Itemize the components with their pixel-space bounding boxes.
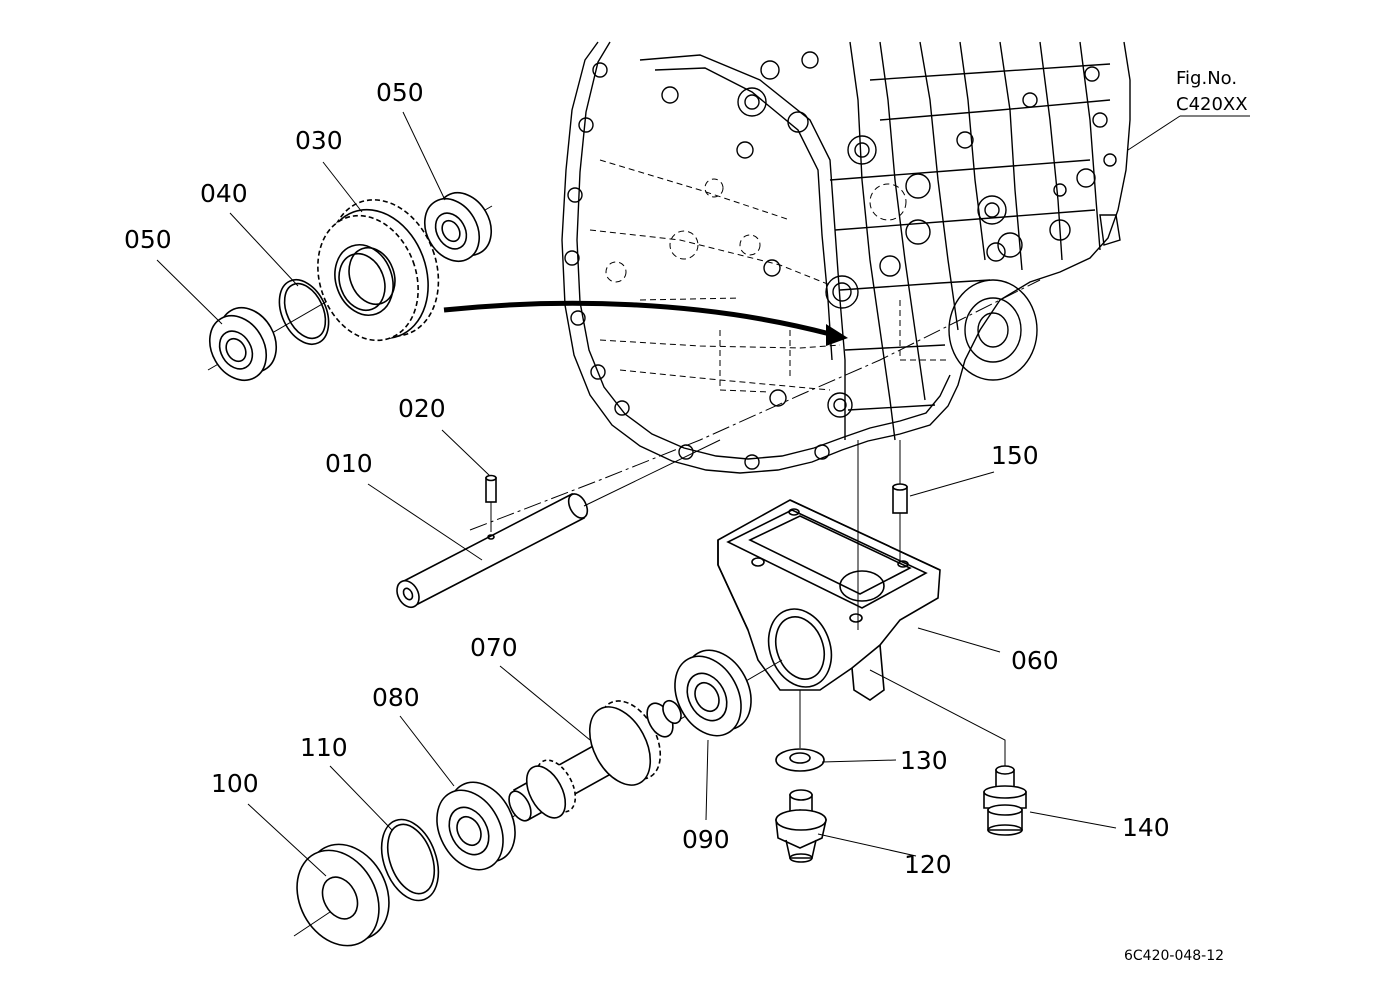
pin-020 (485, 474, 497, 532)
callout-120: 120 (904, 850, 952, 879)
housing-060 (717, 440, 941, 701)
callout-070: 070 (470, 633, 518, 662)
fig-code: C420XX (1176, 94, 1248, 115)
snap-ring-110 (380, 818, 440, 902)
assembly-arrow (443, 300, 848, 346)
callout-030: 030 (295, 126, 343, 155)
callout-040: 040 (200, 179, 248, 208)
seal-100 (293, 843, 390, 947)
callout-010: 010 (325, 449, 373, 478)
shaft-010 (396, 439, 721, 609)
callout-150: 150 (991, 441, 1039, 470)
bearing-080 (436, 781, 516, 871)
callout-050-left: 050 (124, 225, 172, 254)
plug-120 (775, 789, 827, 863)
gear-030 (317, 199, 440, 342)
gear-shaft-070 (489, 659, 783, 831)
callout-050-right: 050 (376, 78, 424, 107)
callout-020: 020 (398, 394, 446, 423)
figure-id: Fig.No. C420XX 6C420-048-12 (1124, 68, 1248, 964)
callout-labels: 050 040 030 050 020 010 150 060 070 080 … (124, 78, 1170, 879)
snap-ring-040 (278, 279, 330, 345)
callout-130: 130 (900, 746, 948, 775)
callout-140: 140 (1122, 813, 1170, 842)
callout-100: 100 (211, 769, 259, 798)
fig-label: Fig.No. (1176, 68, 1237, 89)
callout-110: 110 (300, 733, 348, 762)
gear-set (207, 192, 493, 381)
callout-080: 080 (372, 683, 420, 712)
bearing-050-right (423, 192, 493, 262)
bolt-140 (869, 669, 1027, 836)
leader-lines (156, 111, 1250, 877)
dowel-pin-150 (892, 483, 908, 514)
washer-130 (775, 690, 825, 772)
callout-090: 090 (682, 825, 730, 854)
bearing-090 (674, 649, 752, 737)
bearing-050-left (208, 307, 278, 381)
callout-060: 060 (1011, 646, 1059, 675)
drawing-number: 6C420-048-12 (1124, 948, 1224, 964)
transmission-case (469, 41, 1131, 531)
